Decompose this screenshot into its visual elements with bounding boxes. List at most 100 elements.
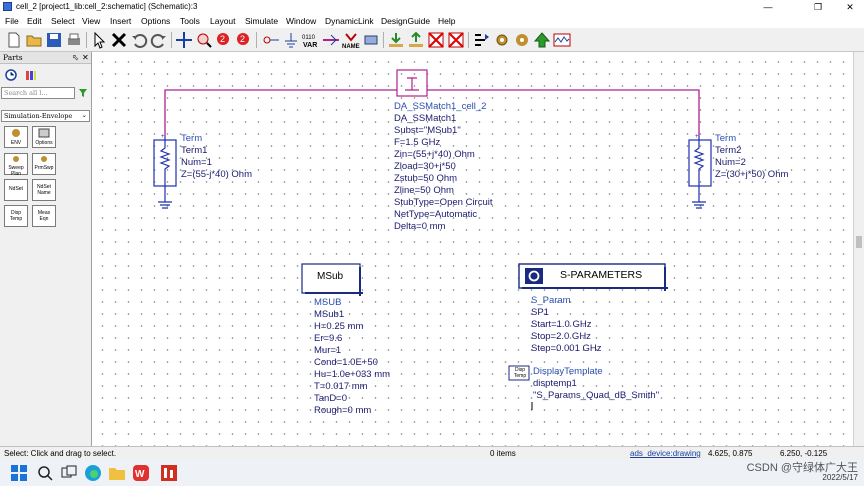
undo-icon[interactable]	[130, 31, 148, 49]
menu-select[interactable]: Select	[51, 16, 75, 26]
ads-app-icon[interactable]	[160, 464, 178, 482]
menu-insert[interactable]: Insert	[110, 16, 132, 26]
push-into-hierarchy-icon[interactable]	[387, 31, 405, 49]
palette-env[interactable]: ENV	[4, 126, 28, 148]
close-button[interactable]: ✕	[846, 2, 854, 12]
svg-text:0110: 0110	[302, 35, 316, 41]
match-param: Subst="MSub1"	[394, 125, 461, 136]
pop-out-hierarchy-icon[interactable]	[407, 31, 425, 49]
pin-icon[interactable]	[262, 31, 280, 49]
gear-icon[interactable]	[493, 31, 511, 49]
select-pointer-icon[interactable]	[90, 31, 108, 49]
new-document-icon[interactable]	[5, 31, 23, 49]
palette-meas-eqn[interactable]: Meas Eqn	[32, 205, 56, 227]
term1-label: Term	[181, 133, 203, 144]
move-icon[interactable]	[175, 31, 193, 49]
up-arrow-icon[interactable]	[533, 31, 551, 49]
status-bar: Select: Click and drag to select. 0 item…	[0, 446, 864, 460]
parts-search-input[interactable]: Search all l...	[1, 87, 75, 99]
palette-ndset[interactable]: NdSet	[4, 179, 28, 201]
deactivate-icon[interactable]	[427, 31, 445, 49]
search-icon[interactable]	[36, 464, 54, 482]
minimize-button[interactable]: —	[763, 2, 773, 12]
term2-label: Term	[715, 133, 737, 144]
menu-edit[interactable]: Edit	[27, 16, 42, 26]
restore-button[interactable]: ❐	[813, 2, 823, 12]
palette-disp-temp[interactable]: Disp Temp	[4, 205, 28, 227]
sparam-gear-icon	[528, 270, 540, 282]
zoom-area-icon[interactable]	[195, 31, 213, 49]
sparam-label: S_Param	[531, 295, 571, 306]
palette-ndset-name[interactable]: NdSet Name	[32, 179, 56, 201]
term2-component[interactable]	[688, 136, 712, 209]
term1-name: Term1	[181, 145, 208, 156]
palette-prmswp[interactable]: PrmSwp	[32, 153, 56, 175]
msub-param: H=0.25 mm	[314, 321, 364, 332]
vertical-scrollbar[interactable]	[853, 52, 864, 446]
history-clock-icon[interactable]	[5, 69, 17, 81]
task-view-icon[interactable]	[60, 464, 78, 482]
menu-simulate[interactable]: Simulate	[245, 16, 279, 26]
zoom-in-icon[interactable]: 2	[215, 31, 233, 49]
wire-match-term2[interactable]	[427, 89, 700, 136]
menu-layout[interactable]: Layout	[210, 16, 236, 26]
menu-view[interactable]: View	[82, 16, 101, 26]
name-icon[interactable]: NAME	[342, 31, 360, 49]
palette-sweep-plan[interactable]: Sweep Plan	[4, 153, 28, 177]
open-folder-icon[interactable]	[25, 31, 43, 49]
menu-help[interactable]: Help	[438, 16, 456, 26]
app-icon	[3, 2, 12, 11]
term2-z: Z=(30+j*50) Ohm	[715, 169, 789, 180]
match-param: Zline=50 Ohm	[394, 185, 454, 196]
menu-tools[interactable]: Tools	[180, 16, 200, 26]
gear-icon	[12, 129, 20, 137]
tuning-icon[interactable]	[473, 31, 491, 49]
library-browser-icon[interactable]	[25, 69, 37, 81]
chevron-down-icon: ⌄	[81, 111, 87, 119]
palette-options[interactable]: Options	[32, 126, 56, 148]
svg-text:VAR: VAR	[303, 42, 317, 49]
match-param: F=1.5 GHz	[394, 137, 441, 148]
file-explorer-icon[interactable]	[108, 464, 126, 482]
status-layer[interactable]: ads_device:drawing	[630, 449, 701, 458]
msub-param: Er=9.6	[314, 333, 343, 344]
simulate-gear-icon[interactable]	[513, 31, 531, 49]
pin-panel-icon[interactable]: ⬁	[72, 53, 79, 62]
wire-icon[interactable]	[322, 31, 340, 49]
component-rotate-icon[interactable]	[362, 31, 380, 49]
menu-dynamiclink[interactable]: DynamicLink	[325, 16, 374, 26]
schematic-canvas[interactable]: + + Term Term1 Num=1 Z=(55-j*40) Ohm Ter…	[93, 52, 853, 446]
delete-icon[interactable]	[110, 31, 128, 49]
system-clock: CSDN @守绿体广大王 2022/5/17	[747, 463, 858, 483]
svg-text:NAME: NAME	[342, 44, 360, 49]
zoom-out-icon[interactable]: 2	[235, 31, 253, 49]
menu-options[interactable]: Options	[141, 16, 171, 26]
wire-term1-match[interactable]	[164, 89, 397, 136]
filter-icon[interactable]	[78, 88, 88, 98]
menu-window[interactable]: Window	[286, 16, 317, 26]
term1-component[interactable]	[153, 136, 177, 209]
edge-browser-icon[interactable]	[84, 464, 102, 482]
windows-start-icon[interactable]	[10, 464, 28, 482]
sweep-icon	[13, 156, 19, 162]
ground-icon[interactable]	[282, 31, 300, 49]
scrollbar-thumb[interactable]	[856, 236, 862, 248]
save-icon[interactable]	[45, 31, 63, 49]
redo-icon[interactable]	[150, 31, 168, 49]
display-template-component[interactable]	[508, 365, 530, 381]
print-icon[interactable]	[65, 31, 83, 49]
match-param: Zload=30+j*50	[394, 161, 456, 172]
msub-param: Rough=0 mm	[314, 405, 372, 416]
close-panel-icon[interactable]: ✕	[82, 53, 89, 62]
display-data-icon[interactable]	[553, 31, 571, 49]
wps-office-icon[interactable]: W	[132, 464, 150, 482]
menu-file[interactable]: File	[5, 16, 19, 26]
library-dropdown[interactable]: Simulation-Envelope ⌄	[1, 110, 90, 122]
msub-component[interactable]	[301, 263, 361, 294]
ssmatch-component[interactable]	[396, 69, 428, 97]
short-icon[interactable]	[447, 31, 465, 49]
msub-param: TanD=0	[314, 393, 348, 404]
menu-designguide[interactable]: DesignGuide	[381, 16, 431, 26]
svg-text:W: W	[135, 469, 145, 480]
